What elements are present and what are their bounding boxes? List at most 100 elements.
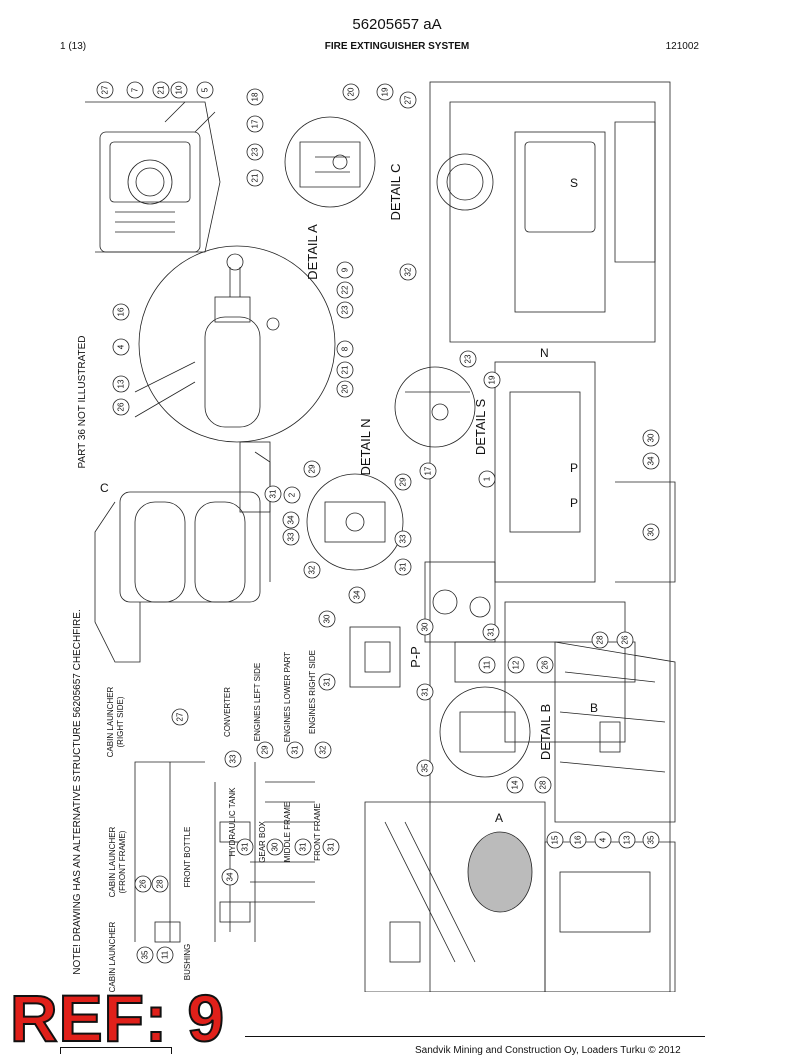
callout-number: 21 bbox=[251, 173, 260, 182]
callout-c-31c: 31 bbox=[318, 673, 336, 691]
detail-b-view bbox=[439, 686, 531, 778]
callout-number: 34 bbox=[226, 872, 235, 881]
callout-c-12: 12 bbox=[507, 656, 525, 674]
callout-c-14: 14 bbox=[506, 776, 524, 794]
callout-c-28b: 28 bbox=[591, 631, 609, 649]
schematic-engines-lower: ENGINES LOWER PART bbox=[283, 652, 292, 743]
callout-s-33: 33 bbox=[224, 750, 242, 768]
callout-s-29a: 29 bbox=[256, 741, 274, 759]
callout-c-10: 10 bbox=[170, 81, 188, 99]
doc-number: 56205657 aA bbox=[352, 16, 442, 33]
schematic-hydraulic-tank: HYDRAULIC TANK bbox=[228, 787, 237, 857]
callout-number: 34 bbox=[353, 590, 362, 599]
engine-detail-view bbox=[85, 101, 221, 253]
section-pp-label: P-P bbox=[408, 646, 423, 668]
detail-a-view bbox=[134, 245, 336, 443]
callout-number: 30 bbox=[647, 433, 656, 442]
callout-c-11a: 11 bbox=[478, 656, 496, 674]
schematic-cabin-front-2: (FRONT FRAME) bbox=[118, 830, 127, 893]
callout-c-23c: 23 bbox=[459, 350, 477, 368]
callout-s-26: 26 bbox=[134, 875, 152, 893]
callout-number: 35 bbox=[141, 950, 150, 959]
view-marker-s: S bbox=[570, 176, 578, 190]
schematic-cabin-right-1: CABIN LAUNCHER bbox=[106, 686, 115, 757]
callout-number: 28 bbox=[156, 879, 165, 888]
callout-number: 7 bbox=[131, 87, 140, 92]
callout-number: 27 bbox=[404, 95, 413, 104]
callout-c-21b: 21 bbox=[246, 169, 264, 187]
callout-number: 28 bbox=[596, 635, 605, 644]
callout-number: 14 bbox=[511, 780, 520, 789]
callout-c-30d: 30 bbox=[416, 618, 434, 636]
callout-c-20b: 20 bbox=[336, 380, 354, 398]
machine-top-view bbox=[424, 81, 676, 992]
callout-c-16a: 16 bbox=[112, 303, 130, 321]
callout-number: 18 bbox=[251, 92, 260, 101]
schematic-gear-box: GEAR BOX bbox=[258, 820, 267, 862]
callout-c-27a: 27 bbox=[96, 81, 114, 99]
page-title: FIRE EXTINGUISHER SYSTEM bbox=[324, 41, 470, 52]
callout-number: 13 bbox=[117, 379, 126, 388]
callout-number: 26 bbox=[139, 879, 148, 888]
footer-divider bbox=[245, 1036, 705, 1037]
callout-number: 26 bbox=[621, 635, 630, 644]
callout-number: 8 bbox=[341, 346, 350, 351]
schematic-bushing: BUSHING bbox=[183, 944, 192, 980]
callout-c-23b: 23 bbox=[336, 301, 354, 319]
detail-a-location-view bbox=[364, 801, 546, 992]
callout-c-32b: 32 bbox=[303, 561, 321, 579]
callout-c-19b: 19 bbox=[483, 371, 501, 389]
callout-c-4b: 4 bbox=[594, 831, 612, 849]
callout-number: 31 bbox=[487, 627, 496, 636]
callout-number: 16 bbox=[574, 835, 583, 844]
callout-s-27: 27 bbox=[171, 708, 189, 726]
section-pp-view bbox=[349, 626, 401, 688]
callout-c-8: 8 bbox=[336, 340, 354, 358]
callout-number: 10 bbox=[175, 85, 184, 94]
callout-number: 32 bbox=[308, 565, 317, 574]
callout-number: 23 bbox=[251, 147, 260, 156]
callout-number: 35 bbox=[647, 835, 656, 844]
callout-c-33a: 33 bbox=[282, 528, 300, 546]
callout-number: 21 bbox=[157, 85, 166, 94]
callout-c-22: 22 bbox=[336, 281, 354, 299]
callout-c-19a: 19 bbox=[376, 83, 394, 101]
callout-number: 21 bbox=[341, 365, 350, 374]
callout-c-31a: 31 bbox=[264, 485, 282, 503]
callout-number: 30 bbox=[421, 622, 430, 631]
callout-number: 26 bbox=[541, 660, 550, 669]
callout-s-28: 28 bbox=[151, 875, 169, 893]
detail-c-view bbox=[284, 116, 376, 208]
callout-number: 13 bbox=[623, 835, 632, 844]
callout-number: 17 bbox=[251, 119, 260, 128]
schematic-cabin-launcher: CABIN LAUNCHER bbox=[108, 921, 117, 992]
callout-s-31d: 31 bbox=[322, 838, 340, 856]
callout-number: 31 bbox=[299, 842, 308, 851]
callout-number: 31 bbox=[323, 677, 332, 686]
callout-c-23a: 23 bbox=[246, 143, 264, 161]
callout-number: 16 bbox=[117, 307, 126, 316]
callout-number: 33 bbox=[229, 754, 238, 763]
callout-c-21a: 21 bbox=[152, 81, 170, 99]
callout-number: 32 bbox=[404, 267, 413, 276]
callout-c-30b: 30 bbox=[642, 523, 660, 541]
callout-c-26c: 26 bbox=[616, 631, 634, 649]
callout-c-35b: 35 bbox=[642, 831, 660, 849]
callout-number: 28 bbox=[539, 780, 548, 789]
callout-number: 31 bbox=[327, 842, 336, 851]
callout-c-34c: 34 bbox=[348, 586, 366, 604]
callout-number: 31 bbox=[291, 745, 300, 754]
view-marker-p1: P bbox=[570, 496, 578, 510]
exploded-drawing: PART 36 NOT ILLUSTRATED NOTE! DRAWING HA… bbox=[72, 81, 676, 992]
view-marker-a: A bbox=[495, 811, 503, 825]
callout-c-31e: 31 bbox=[482, 623, 500, 641]
callout-c-30a: 30 bbox=[642, 429, 660, 447]
schematic-front-frame: FRONT FRAME bbox=[313, 803, 322, 861]
callout-c-35a: 35 bbox=[416, 759, 434, 777]
callout-number: 31 bbox=[399, 562, 408, 571]
detail-n-view bbox=[306, 473, 404, 571]
callout-number: 30 bbox=[271, 842, 280, 851]
detail-b-label: DETAIL B bbox=[538, 704, 553, 760]
callout-c-9: 9 bbox=[336, 261, 354, 279]
callout-c-34a: 34 bbox=[282, 511, 300, 529]
